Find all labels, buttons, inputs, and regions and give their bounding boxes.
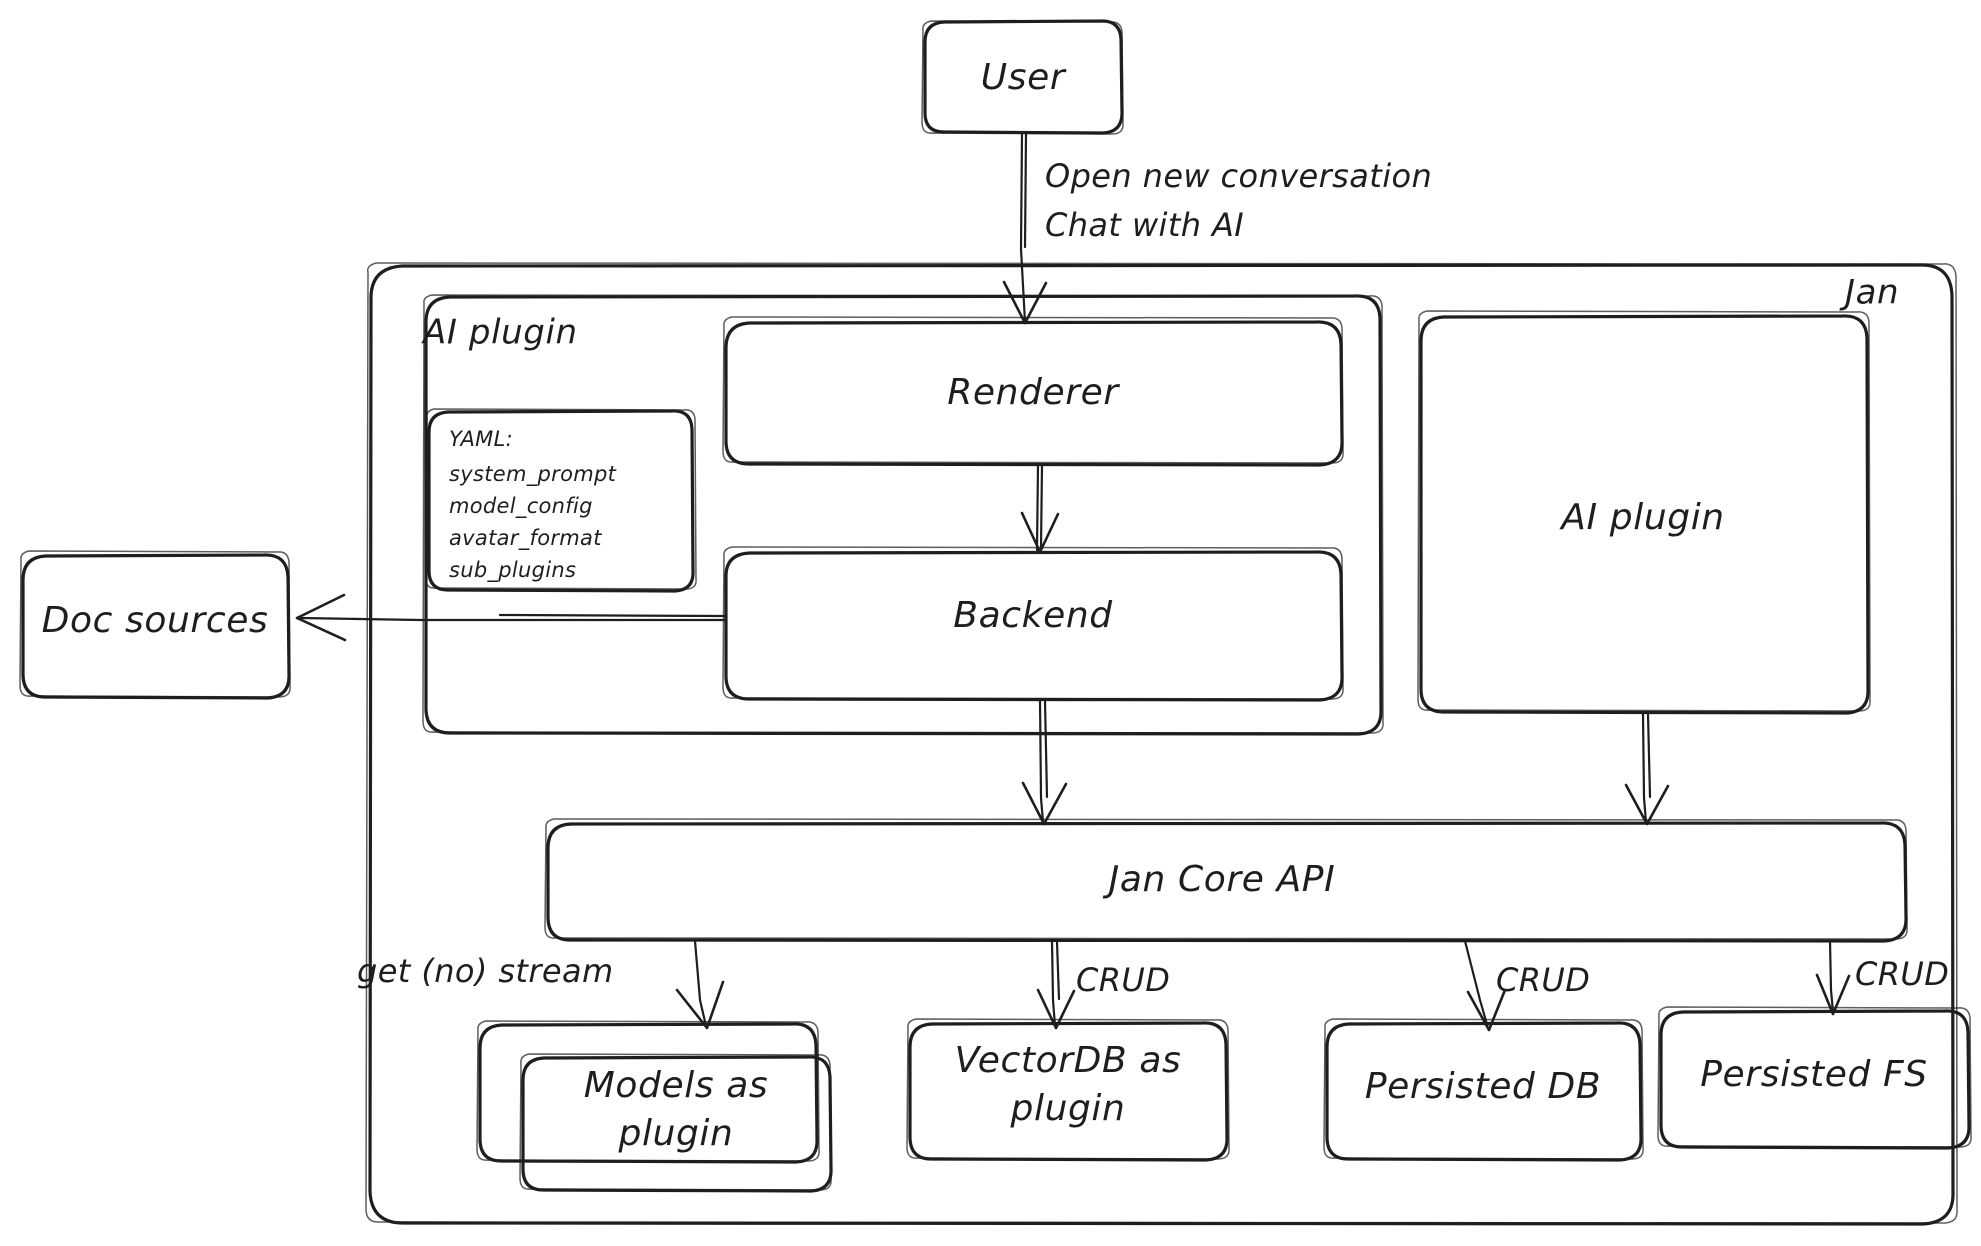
node-ai-plugin-right[interactable]: AI plugin bbox=[1417, 310, 1871, 715]
node-vectordb-as-plugin-label-line2: plugin bbox=[1010, 1088, 1126, 1129]
node-jan-core-api[interactable]: Jan Core API bbox=[544, 818, 1908, 943]
node-models-as-plugin-label-line2: plugin bbox=[618, 1113, 734, 1154]
yaml-line-1: system_prompt bbox=[449, 462, 617, 487]
group-ai-plugin-label: AI plugin bbox=[421, 313, 578, 353]
group-ai-plugin: AI plugin bbox=[421, 294, 1384, 736]
edge-core-api-to-vectordb: CRUD bbox=[1036, 939, 1170, 1030]
node-renderer-label: Renderer bbox=[947, 372, 1120, 413]
edge-core-api-to-persisted-fs-label: CRUD bbox=[1855, 955, 1949, 993]
node-vectordb-as-plugin-label-line1: VectorDB as bbox=[955, 1040, 1182, 1081]
node-jan-core-api-label: Jan Core API bbox=[1103, 859, 1336, 900]
edge-renderer-to-backend bbox=[1020, 462, 1060, 554]
edge-user-to-renderer-label-line1: Open new conversation bbox=[1045, 157, 1432, 195]
node-user-label: User bbox=[981, 57, 1067, 98]
node-persisted-fs[interactable]: Persisted FS bbox=[1657, 1006, 1972, 1150]
edge-core-api-to-vectordb-label: CRUD bbox=[1076, 961, 1170, 999]
edge-core-api-to-models-label: get (no) stream bbox=[357, 952, 614, 990]
edge-core-api-to-persisted-db: CRUD bbox=[1463, 939, 1590, 1032]
node-doc-sources-label: Doc sources bbox=[42, 600, 269, 641]
edge-backend-to-doc-sources bbox=[295, 593, 728, 642]
yaml-line-0: YAML: bbox=[449, 427, 513, 451]
node-user[interactable]: User bbox=[921, 19, 1124, 135]
node-models-as-plugin-label-line1: Models as bbox=[584, 1065, 769, 1106]
node-vectordb-as-plugin[interactable]: VectorDB as plugin bbox=[906, 1018, 1230, 1162]
node-persisted-fs-label: Persisted FS bbox=[1700, 1054, 1928, 1095]
edge-ai-plugin-to-core-api bbox=[1624, 711, 1670, 826]
node-backend[interactable]: Backend bbox=[722, 546, 1344, 702]
node-ai-plugin-right-label: AI plugin bbox=[1559, 497, 1724, 538]
node-models-as-plugin[interactable]: Models as plugin bbox=[476, 1020, 833, 1193]
yaml-line-3: avatar_format bbox=[449, 526, 602, 551]
node-persisted-db-label: Persisted DB bbox=[1365, 1066, 1601, 1107]
node-persisted-db[interactable]: Persisted DB bbox=[1323, 1018, 1644, 1162]
node-doc-sources[interactable]: Doc sources bbox=[19, 550, 291, 700]
yaml-line-2: model_config bbox=[449, 494, 593, 519]
edge-user-to-renderer: Open new conversation Chat with AI bbox=[1002, 131, 1432, 325]
edge-core-api-to-persisted-fs: CRUD bbox=[1815, 939, 1949, 1016]
edge-core-api-to-persisted-db-label: CRUD bbox=[1496, 961, 1590, 999]
yaml-line-4: sub_plugins bbox=[449, 558, 576, 583]
node-renderer[interactable]: Renderer bbox=[722, 316, 1344, 467]
edge-core-api-to-models: get (no) stream bbox=[357, 939, 725, 1030]
group-jan: Jan bbox=[365, 262, 1958, 1226]
node-backend-label: Backend bbox=[953, 595, 1113, 636]
edge-user-to-renderer-label-line2: Chat with AI bbox=[1045, 206, 1244, 244]
card-yaml: YAML: system_prompt model_config avatar_… bbox=[425, 408, 697, 593]
edge-backend-to-core-api bbox=[1021, 698, 1068, 826]
group-jan-label: Jan bbox=[1839, 273, 1899, 313]
